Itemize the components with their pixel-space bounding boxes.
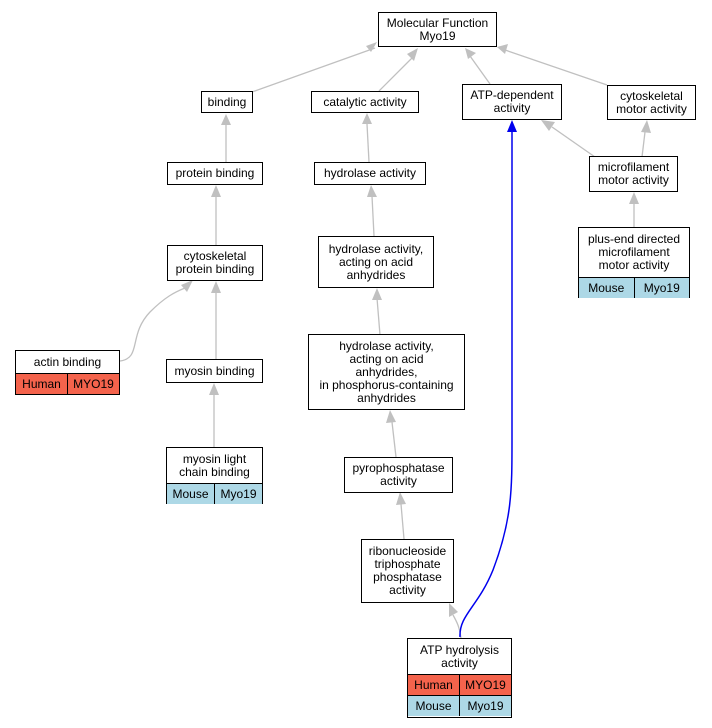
edge-catalytic-to-mf xyxy=(378,55,415,92)
node-label: catalytic activity xyxy=(323,94,407,109)
go-node-molecular-function[interactable]: Molecular Function Myo19 xyxy=(378,12,497,47)
edge-arrow xyxy=(396,492,406,505)
edge-arrow xyxy=(629,192,639,204)
edge-hydrolase-to-catalytic xyxy=(366,123,370,163)
go-node-binding[interactable]: binding xyxy=(201,91,253,113)
edge-microfil-to-cytomotor xyxy=(641,131,646,158)
edge-atpdep-to-mf xyxy=(469,55,491,85)
go-node-atp-dependent-activity[interactable]: ATP-dependent activity xyxy=(462,84,562,120)
edge-arrow xyxy=(497,44,508,54)
edge-arrow xyxy=(366,42,377,52)
node-label: hydrolase activity xyxy=(323,166,417,180)
go-node-microfilament-motor-activity[interactable]: microfilament motor activity xyxy=(589,156,678,192)
edge-arrow xyxy=(541,120,555,131)
go-node-plus-end-microfilament-motor[interactable]: plus-end directed microfilament motor ac… xyxy=(578,227,690,298)
node-label: ribonucleoside triphosphate phosphatase … xyxy=(368,544,447,597)
go-node-atp-hydrolysis-activity[interactable]: ATP hydrolysis activity Human MYO19 Mous… xyxy=(407,638,512,718)
node-label: Molecular Function Myo19 xyxy=(386,15,489,43)
go-node-hydrolase-phosphorus-anhydrides[interactable]: hydrolase activity, acting on acid anhyd… xyxy=(308,334,465,410)
edge-arrow xyxy=(372,288,382,300)
species-cell: Mouse xyxy=(167,484,214,504)
edge-atphydro-to-atpdep xyxy=(459,132,513,638)
species-cell: Human xyxy=(408,675,459,695)
edge-pyro-to-hydrophos xyxy=(391,421,397,458)
go-node-cytoskeletal-motor-activity[interactable]: cytoskeletal motor activity xyxy=(607,85,696,120)
gene-cell: Myo19 xyxy=(214,484,262,504)
node-label: ATP hydrolysis activity xyxy=(420,642,499,670)
edge-arrow xyxy=(407,48,418,61)
go-node-hydrolase-activity[interactable]: hydrolase activity xyxy=(314,162,426,185)
node-label: cytoskeletal motor activity xyxy=(616,88,687,116)
go-node-ribonucleoside-triphosphate-phosphatase[interactable]: ribonucleoside triphosphate phosphatase … xyxy=(361,539,454,603)
species-cell: Human xyxy=(16,374,67,394)
node-label: myosin binding xyxy=(174,363,255,378)
go-node-actin-binding[interactable]: actin binding Human MYO19 xyxy=(15,350,120,395)
edge-arrow xyxy=(449,603,458,617)
node-label: cytoskeletal protein binding xyxy=(175,249,255,276)
edge-arrow xyxy=(367,185,377,197)
edge-arrow xyxy=(221,114,231,125)
go-node-myosin-binding[interactable]: myosin binding xyxy=(166,359,263,383)
edge-hydroacid-to-hydrolase xyxy=(371,195,375,237)
go-node-catalytic-activity[interactable]: catalytic activity xyxy=(311,91,419,113)
gene-cell: MYO19 xyxy=(67,374,119,394)
edge-arrow xyxy=(181,280,193,292)
edge-arrow xyxy=(211,185,221,197)
gene-cell: MYO19 xyxy=(459,675,511,695)
edge-arrow xyxy=(465,48,476,59)
go-node-protein-binding[interactable]: protein binding xyxy=(167,162,263,185)
species-cell: Mouse xyxy=(408,696,459,716)
edge-arrow xyxy=(641,120,651,133)
node-label: myosin light chain binding xyxy=(179,451,250,479)
edge-microfil-to-atpdep xyxy=(551,126,596,158)
annotation-row-mouse: Mouse Myo19 xyxy=(579,277,689,298)
go-node-myosin-light-chain-binding[interactable]: myosin light chain binding Mouse Myo19 xyxy=(166,447,263,504)
edge-hydrophos-to-hydroacid xyxy=(376,297,381,336)
node-label: binding xyxy=(207,94,247,109)
go-node-pyrophosphatase-activity[interactable]: pyrophosphatase activity xyxy=(344,457,453,493)
node-label: ATP-dependent activity xyxy=(470,88,554,115)
node-label: actin binding xyxy=(33,354,102,369)
go-node-hydrolase-acid-anhydrides[interactable]: hydrolase activity, acting on acid anhyd… xyxy=(318,236,434,288)
annotation-row-human: Human MYO19 xyxy=(16,373,119,394)
gene-cell: Myo19 xyxy=(459,696,511,716)
edge-ribo-to-pyro xyxy=(400,503,405,540)
node-label: plus-end directed microfilament motor ac… xyxy=(587,232,681,272)
node-label: protein binding xyxy=(175,166,255,180)
annotation-row-human: Human MYO19 xyxy=(408,674,511,695)
annotation-row-mouse: Mouse Myo19 xyxy=(167,483,262,504)
node-label: pyrophosphatase activity xyxy=(352,461,445,488)
edge-arrow xyxy=(209,383,219,395)
gene-cell: Myo19 xyxy=(633,278,689,298)
edge-actin-to-cytoprot xyxy=(119,287,186,362)
edge-arrow xyxy=(362,113,372,124)
edge-cytomotor-to-mf xyxy=(504,49,608,86)
node-label: hydrolase activity, acting on acid anhyd… xyxy=(319,338,454,405)
edge-binding-to-mf xyxy=(251,47,376,93)
go-node-cytoskeletal-protein-binding[interactable]: cytoskeletal protein binding xyxy=(167,245,263,281)
node-label: hydrolase activity, acting on acid anhyd… xyxy=(328,241,424,282)
node-label: microfilament motor activity xyxy=(597,160,670,187)
edge-arrow xyxy=(386,410,396,423)
species-cell: Mouse xyxy=(579,278,634,298)
edge-arrow xyxy=(211,281,221,293)
edge-arrow-highlight xyxy=(507,120,517,132)
annotation-row-mouse: Mouse Myo19 xyxy=(408,695,511,716)
